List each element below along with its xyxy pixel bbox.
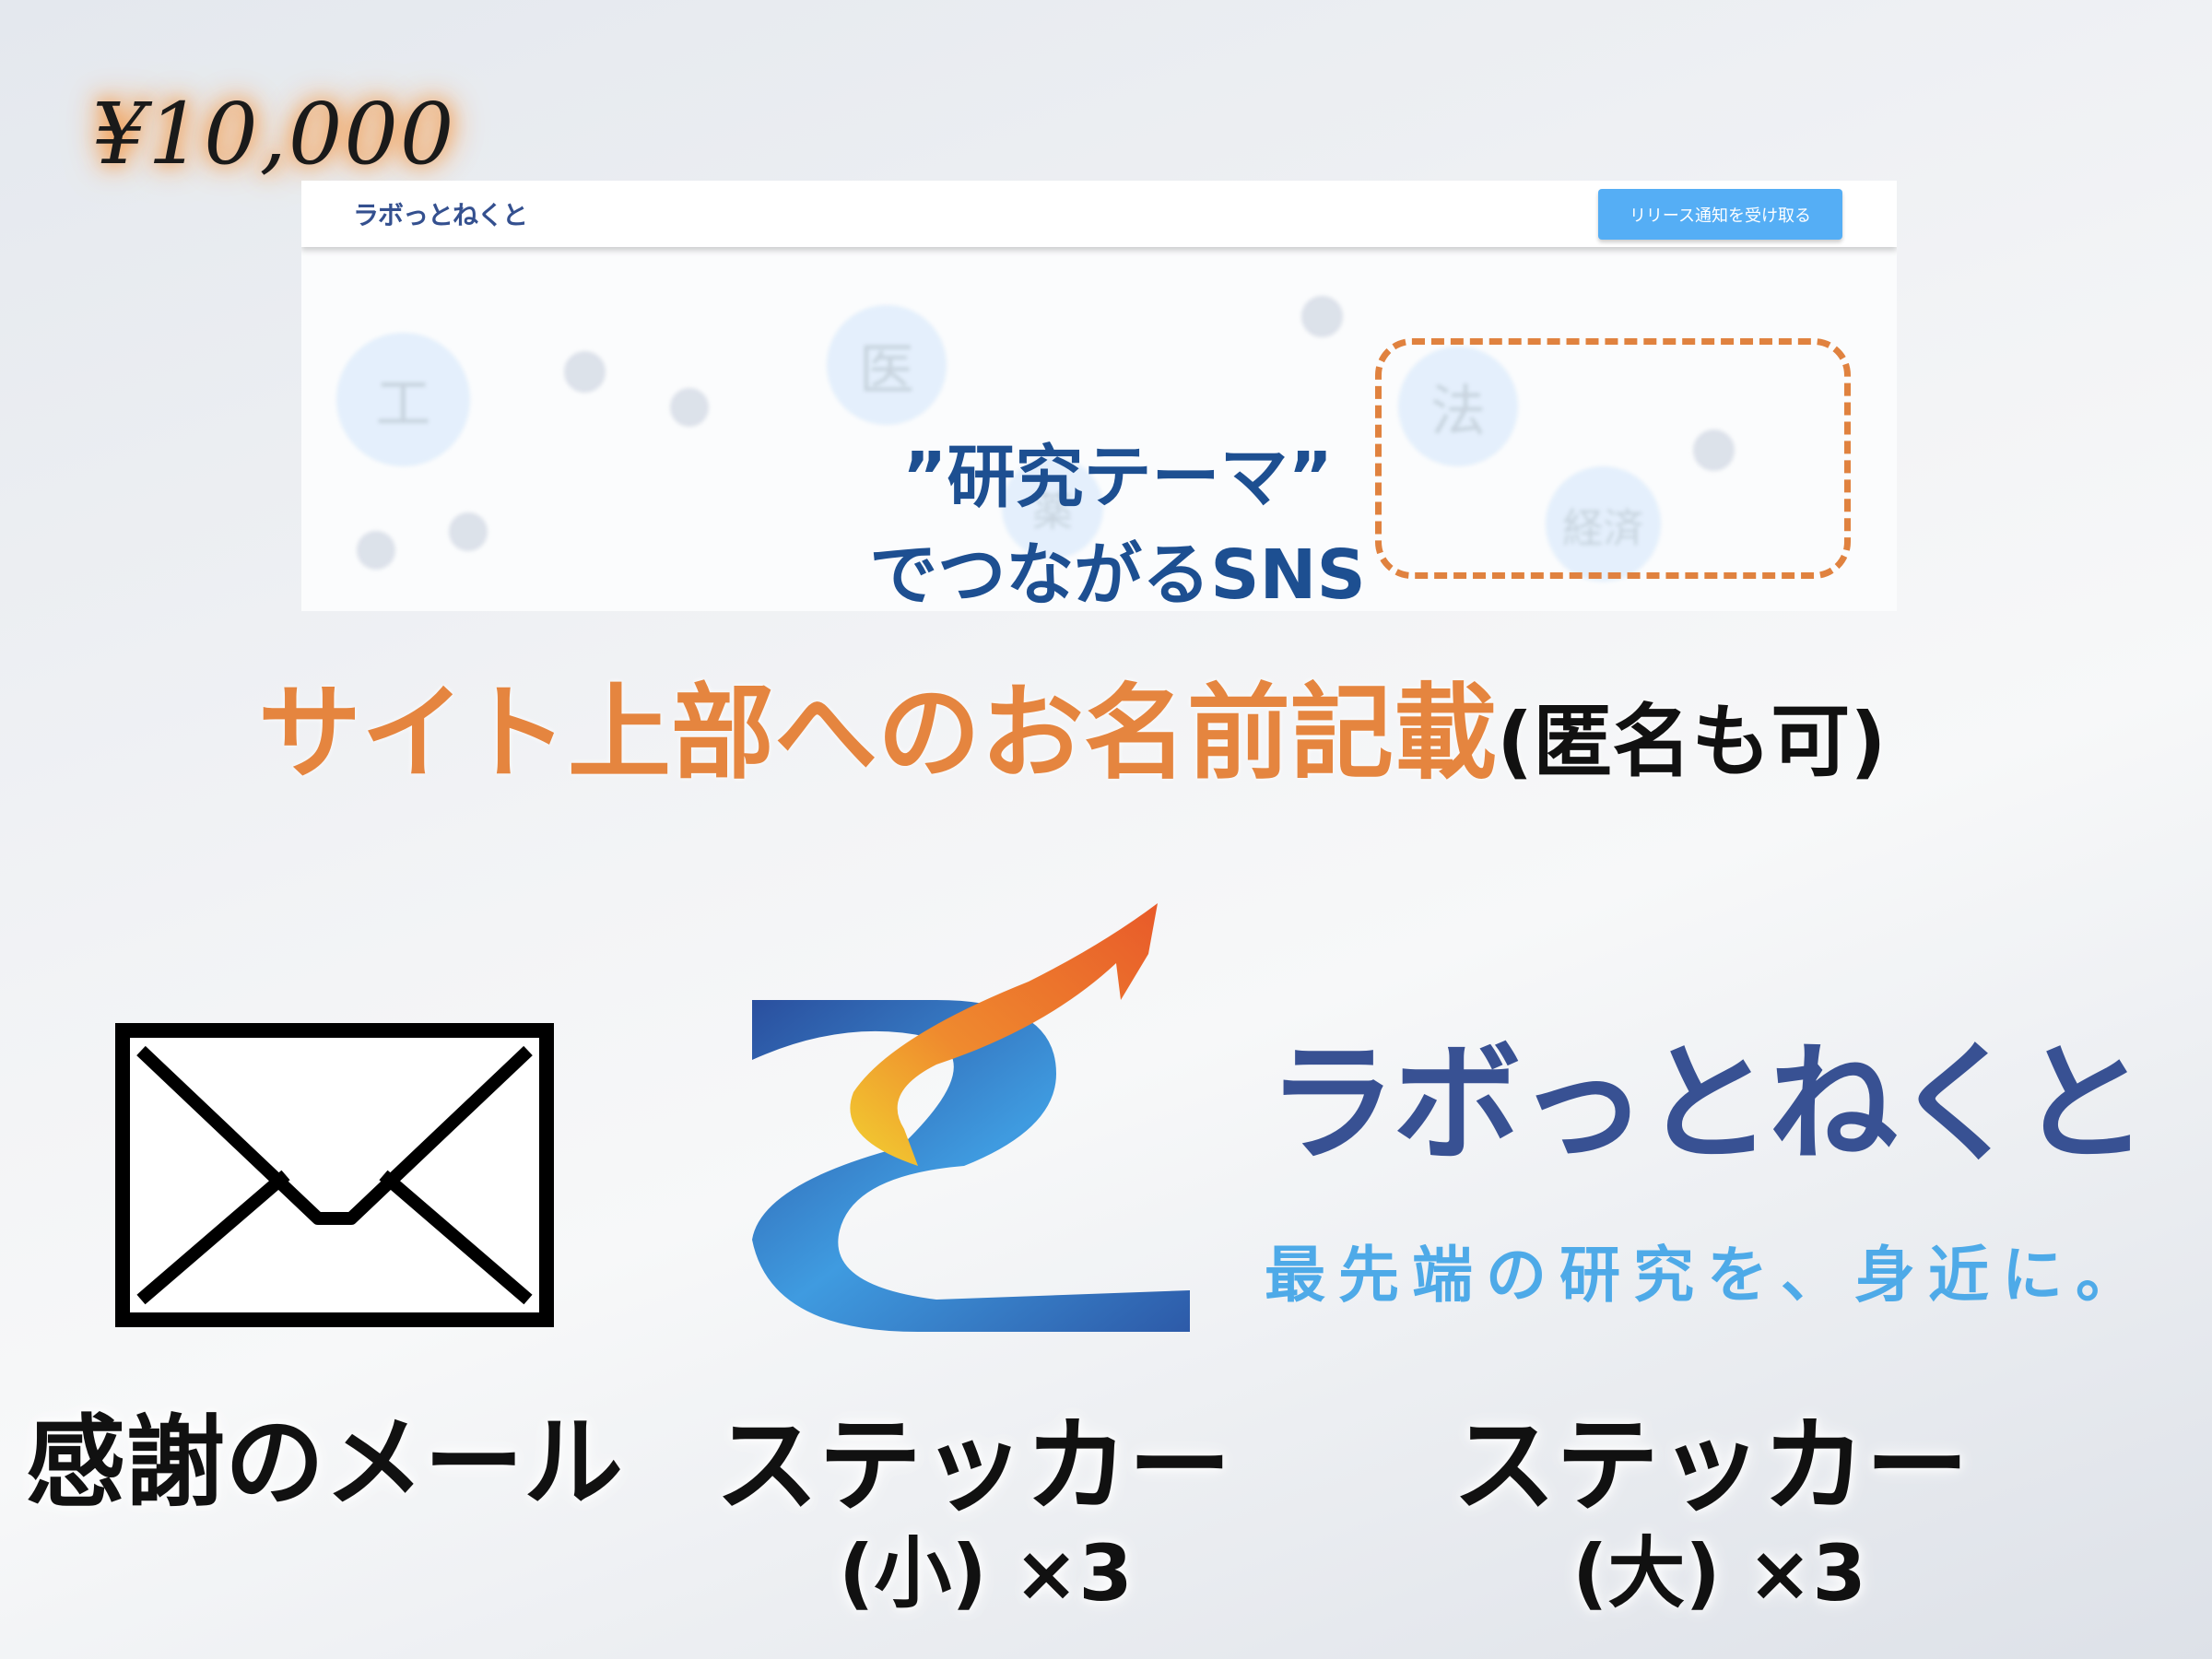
node-economics: 経済 [1546,466,1661,582]
site-logo[interactable]: ラボっとねくと [353,200,528,230]
node-dot [1301,296,1343,337]
reward-label-email: 感謝のメール [26,1406,624,1521]
node-medicine: 医 [827,305,947,425]
price-label: ¥10,000 [92,85,456,183]
heading-main: サイト上部へのお名前記載 [258,674,1497,794]
site-preview: 工 医 法 経済 薬 ラボっとねくと リリース通知を受け取る ”研究テーマ” で… [301,181,1897,611]
wordmark-logo: ラボっとねくと [1267,1030,2148,1180]
node-dot [357,531,395,570]
wordmark-tagline: 最先端の研究を、身近に。 [1265,1240,2149,1311]
tagline-line2: でつながるSNS [869,535,1366,611]
node-dot [670,388,709,427]
node-dot [449,512,488,551]
node-dot [564,351,606,393]
name-placement-highlight [1375,338,1851,579]
reward-label-sticker-small: ステッカー [715,1406,1231,1526]
node-engineering: 工 [336,333,470,466]
node-pharmacy: 薬 [1002,457,1103,559]
node-dot [1693,429,1735,471]
tagline-line1: ”研究テーマ” [901,438,1334,517]
reward-detail-sticker-small: (小) ×3 [839,1528,1133,1618]
node-law: 法 [1398,347,1518,466]
reward-label-sticker-large: ステッカー [1453,1406,1969,1526]
reward-heading: サイト上部へのお名前記載(匿名も可) [258,650,1887,799]
release-notify-button[interactable]: リリース通知を受け取る [1598,189,1842,240]
z-logo-icon [752,899,1194,1336]
site-header: ラボっとねくと リリース通知を受け取る [301,181,1897,247]
envelope-icon [115,1023,554,1327]
reward-detail-sticker-large: (大) ×3 [1572,1528,1866,1618]
heading-sub: (匿名も可) [1497,696,1887,788]
